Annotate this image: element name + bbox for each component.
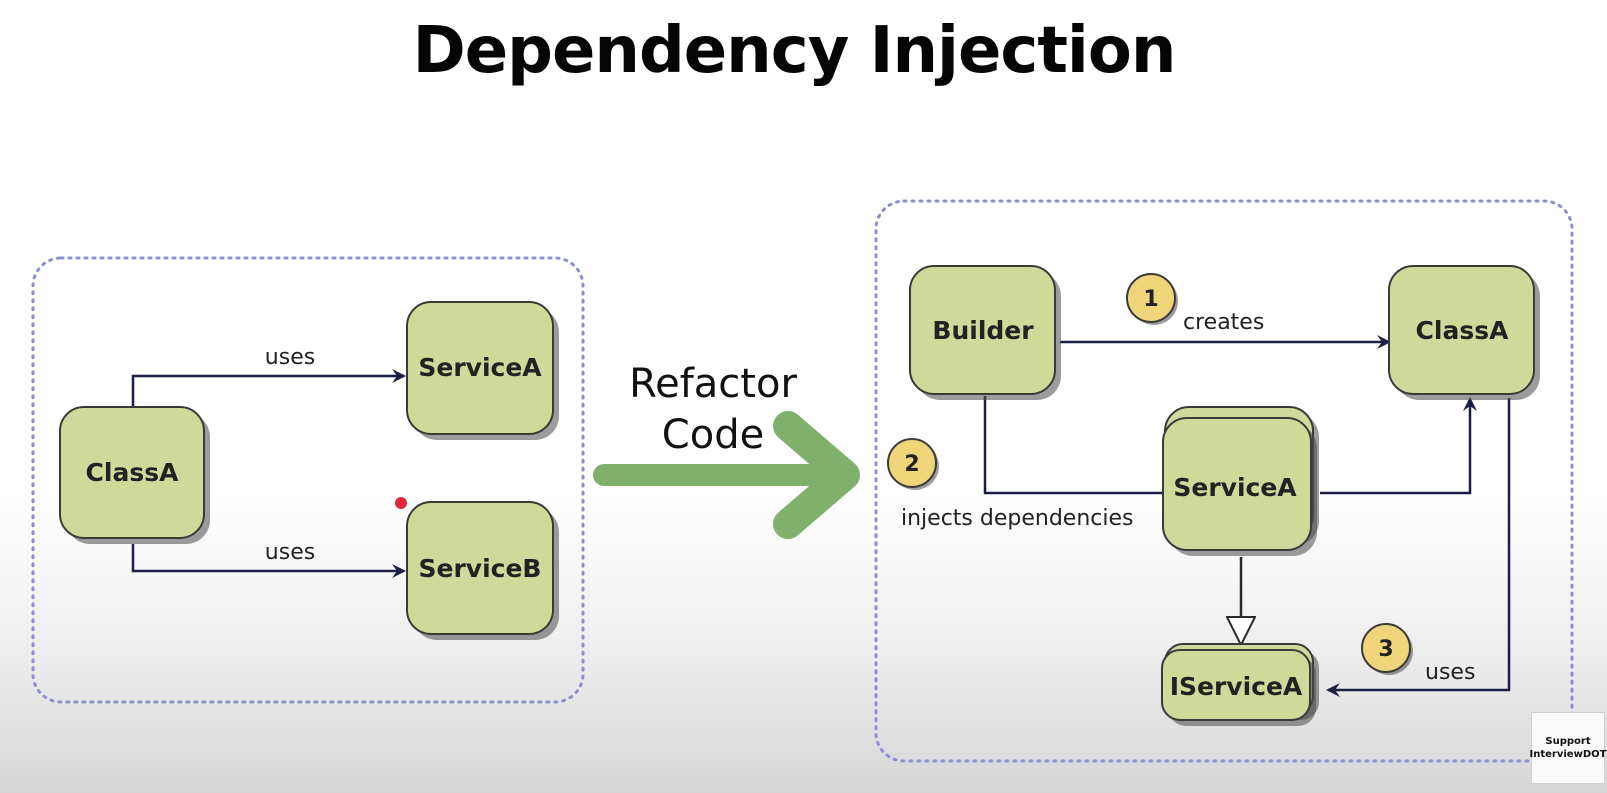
red-dot-marker: [395, 497, 407, 509]
after-service-a-box: ServiceA: [1162, 406, 1319, 556]
before-service-a-label: ServiceA: [418, 353, 542, 382]
step-2-badge: 2: [887, 438, 939, 490]
uses-connector: [1326, 398, 1511, 697]
servicea-to-classa-connector: [1320, 397, 1477, 495]
before-uses-label-bottom: uses: [265, 540, 315, 565]
support-line2: InterviewDOT: [1529, 749, 1607, 760]
step-3-label: uses: [1425, 660, 1475, 685]
builder-label: Builder: [932, 316, 1034, 345]
step-1-label: creates: [1183, 310, 1264, 335]
svg-text:2: 2: [904, 452, 919, 477]
refactor-label-line2: Code: [662, 412, 764, 458]
support-badge[interactable]: Support InterviewDOT: [1529, 712, 1607, 784]
after-service-a-label: ServiceA: [1173, 473, 1297, 502]
step-1-badge: 1: [1126, 273, 1178, 325]
step-3-badge: 3: [1361, 623, 1413, 675]
after-container: [874, 199, 1574, 763]
svg-text:3: 3: [1378, 637, 1393, 662]
before-service-a-box: ServiceA: [406, 301, 559, 440]
refactor-arrow-icon: [593, 411, 860, 539]
iservice-a-box: IServiceA: [1161, 643, 1319, 726]
before-service-b-box: ServiceB: [406, 501, 559, 640]
support-line1: Support: [1545, 736, 1591, 747]
before-container: [31, 256, 585, 704]
before-uses-connector-a: [131, 369, 406, 410]
before-uses-label-top: uses: [265, 345, 315, 370]
before-service-b-label: ServiceB: [419, 554, 542, 583]
svg-text:1: 1: [1143, 287, 1158, 312]
before-class-a-label: ClassA: [86, 458, 180, 487]
refactor-label-line1: Refactor: [629, 361, 797, 407]
page-title: Dependency Injection: [412, 14, 1177, 88]
iservice-a-label: IServiceA: [1170, 672, 1303, 701]
before-uses-connector-b: [131, 544, 406, 578]
before-class-a-box: ClassA: [59, 406, 210, 544]
after-class-a-label: ClassA: [1416, 316, 1510, 345]
step-2-label: injects dependencies: [901, 506, 1133, 531]
builder-box: Builder: [909, 265, 1061, 400]
injects-connector: [983, 396, 1163, 495]
after-class-a-box: ClassA: [1388, 265, 1540, 400]
